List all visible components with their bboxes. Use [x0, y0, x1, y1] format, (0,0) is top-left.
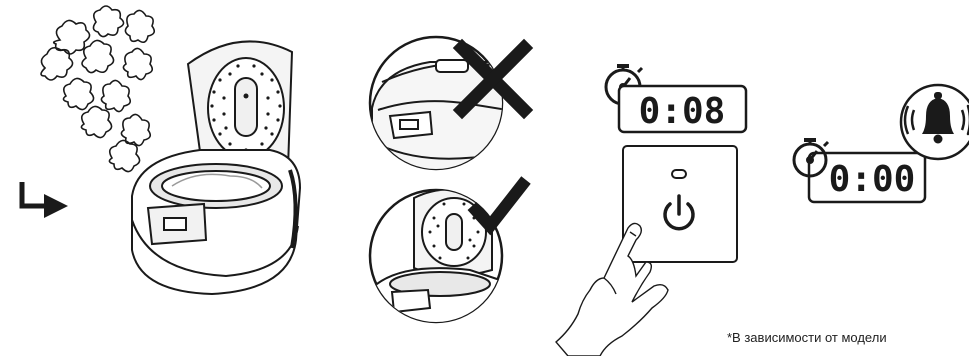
- power-button-panel: [623, 146, 737, 262]
- open-lid-correct: [370, 180, 526, 340]
- timer-display-done: 0:00: [829, 159, 916, 200]
- timer-display-running: 0:08: [639, 91, 726, 132]
- arrow-icon: [22, 182, 68, 218]
- closed-lid-wrong: [370, 37, 524, 180]
- timer-panel-done: 0:00: [794, 85, 969, 202]
- bell-icon: [901, 85, 969, 159]
- rice-cooker-open: [132, 41, 300, 294]
- check-icon: [472, 180, 526, 226]
- footnote: *В зависимости от модели: [727, 330, 887, 345]
- steam-icon: [41, 6, 154, 172]
- timer-panel-running: 0:08: [606, 66, 746, 132]
